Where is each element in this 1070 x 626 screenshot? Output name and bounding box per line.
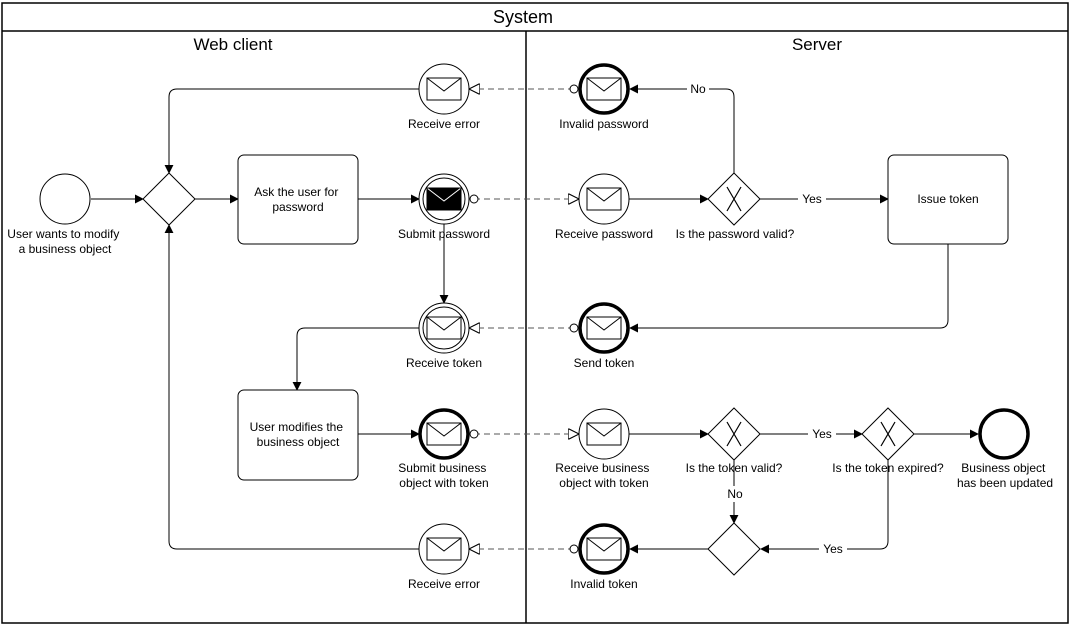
gateway-password-valid-label: Is the password valid? <box>676 227 795 241</box>
message-flows <box>470 89 578 549</box>
flow-label-yes-password: Yes <box>802 192 822 206</box>
gateway-merge-client[interactable] <box>142 172 196 226</box>
envelope-icon <box>586 422 622 446</box>
receive-token-event[interactable]: Receive token <box>406 302 482 370</box>
invalid-token-end-event[interactable]: Invalid token <box>570 523 638 591</box>
business-updated-label: Business object has been updated <box>957 461 1053 490</box>
task-issue-token[interactable]: Issue token <box>887 154 1009 245</box>
exclusive-x-icon <box>726 421 742 447</box>
receive-error-event-bottom[interactable]: Receive error <box>408 523 480 591</box>
flow-label-yes-token-valid: Yes <box>812 427 832 441</box>
flow-no-invalid-password <box>629 84 735 173</box>
invalid-password-end-event[interactable]: Invalid password <box>559 63 649 131</box>
business-updated-end-event[interactable]: Business object has been updated <box>957 408 1053 490</box>
receive-error-event-top[interactable]: Receive error <box>408 63 480 131</box>
gateway-token-valid-label: Is the token valid? <box>686 461 783 475</box>
gateway-password-valid[interactable]: Is the password valid? <box>676 172 795 241</box>
send-token-label: Send token <box>574 356 635 370</box>
flow-receive-error-top-to-gateway <box>164 88 419 174</box>
submit-password-event[interactable]: Submit password <box>398 173 490 241</box>
envelope-icon <box>426 422 462 446</box>
receive-password-event[interactable]: Receive password <box>555 173 653 241</box>
envelope-icon <box>426 77 462 101</box>
envelope-icon <box>426 537 462 561</box>
envelope-icon <box>586 537 622 561</box>
gateway-merge-server[interactable] <box>707 522 761 576</box>
receive-business-event[interactable]: Receive business object with token <box>555 408 652 490</box>
envelope-icon <box>586 316 622 340</box>
receive-error-top-label: Receive error <box>408 117 480 131</box>
task-issue-token-label: Issue token <box>917 192 978 206</box>
envelope-icon <box>426 316 462 340</box>
flow-label-yes-token-expired: Yes <box>823 542 843 556</box>
flow-issue-token-to-send-token <box>629 244 949 333</box>
flow-receive-token-to-user-modifies <box>292 327 419 391</box>
gateway-token-expired[interactable]: Is the token expired? <box>832 407 944 475</box>
flow-labels: No Yes Yes No Yes <box>687 81 847 557</box>
receive-error-bottom-label: Receive error <box>408 577 480 591</box>
envelope-icon <box>426 187 462 211</box>
task-user-modifies-label: User modifies the business object <box>250 420 347 449</box>
lane-title-client: Web client <box>193 35 272 54</box>
exclusive-x-icon <box>880 421 896 447</box>
exclusive-x-icon <box>726 186 742 212</box>
lane-title-server: Server <box>792 35 842 54</box>
submit-business-end-event[interactable]: Submit business object with token <box>398 408 489 490</box>
receive-business-label: Receive business object with token <box>555 461 652 490</box>
start-event-label: User wants to modify a business object <box>7 227 122 256</box>
submit-business-label: Submit business object with token <box>398 461 489 490</box>
flow-yes-token-expired <box>760 460 889 554</box>
envelope-icon <box>586 77 622 101</box>
invalid-token-label: Invalid token <box>570 577 637 591</box>
pool-title: System <box>493 7 553 27</box>
gateway-token-expired-label: Is the token expired? <box>832 461 944 475</box>
flow-label-no-token-valid: No <box>727 487 743 501</box>
invalid-password-label: Invalid password <box>559 117 648 131</box>
flow-label-no-password: No <box>690 82 706 96</box>
gateway-token-valid[interactable]: Is the token valid? <box>686 407 783 475</box>
submit-password-label: Submit password <box>398 227 490 241</box>
receive-password-label: Receive password <box>555 227 653 241</box>
flow-receive-error-bottom-to-gateway <box>164 224 419 550</box>
start-event[interactable]: User wants to modify a business object <box>7 173 122 256</box>
send-token-end-event[interactable]: Send token <box>574 302 635 370</box>
envelope-icon <box>586 187 622 211</box>
task-ask-password-label: Ask the user for password <box>254 185 341 214</box>
receive-token-label: Receive token <box>406 356 482 370</box>
task-ask-password[interactable]: Ask the user for password <box>237 154 359 245</box>
task-user-modifies[interactable]: User modifies the business object <box>237 389 359 481</box>
